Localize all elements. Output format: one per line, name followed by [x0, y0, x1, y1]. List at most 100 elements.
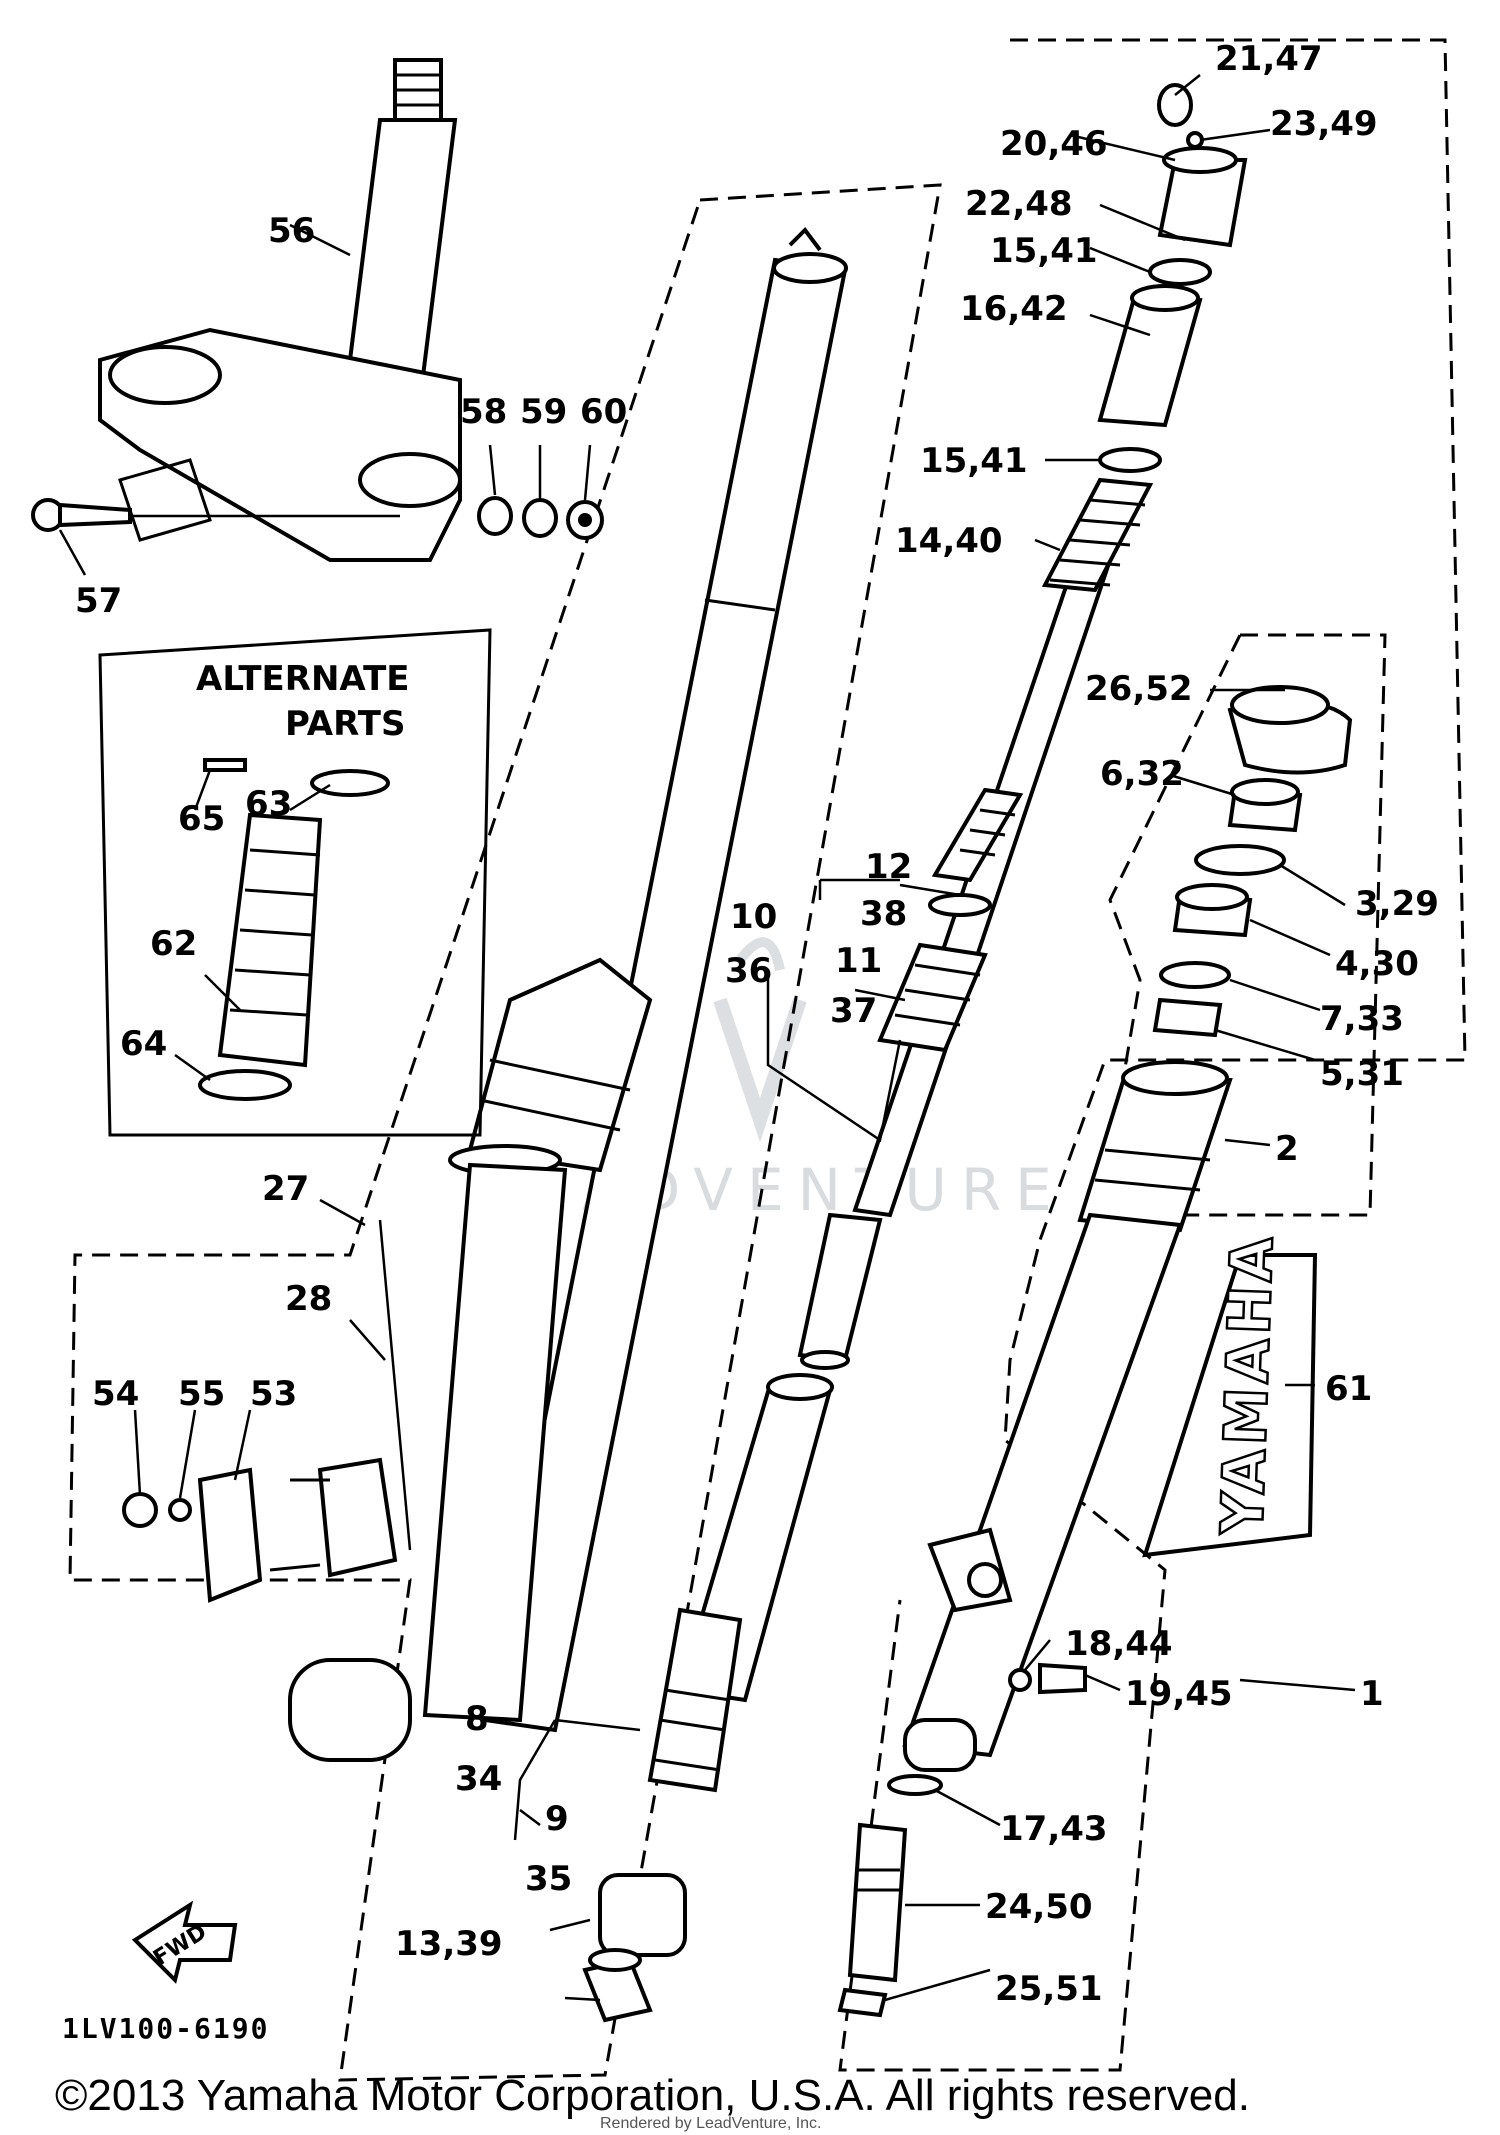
callout-10: 10: [730, 897, 777, 937]
right-outer-tube-top: [1077, 1072, 1233, 1233]
ring-12-38: [928, 893, 992, 917]
bracket-53: [197, 1467, 263, 1603]
callout-56: 56: [268, 211, 315, 251]
callout-13-39: 13,39: [395, 1924, 503, 1964]
washer-59: [522, 498, 558, 538]
callout-55: 55: [178, 1374, 225, 1414]
clamp-63: [310, 769, 390, 797]
copyright-notice: ©2013 Yamaha Motor Corporation, U.S.A. A…: [55, 2071, 1250, 2120]
callout-27: 27: [262, 1169, 309, 1209]
callout-63: 63: [245, 784, 292, 824]
nut-60-hole: [578, 513, 592, 527]
callout-5-31: 5,31: [1320, 1054, 1404, 1094]
callout-11: 11: [835, 941, 882, 981]
left-fork-assembly: [288, 226, 848, 1762]
screw-65: [203, 758, 247, 772]
callout-38: 38: [860, 894, 907, 934]
clamp-64: [198, 1069, 292, 1101]
damper-cartridge: [582, 558, 1113, 2023]
fork-spring-stack: [877, 83, 1248, 1053]
callout-22-48: 22,48: [965, 184, 1073, 224]
diagram-code: 1LV100-6190: [62, 2012, 269, 2045]
callout-2: 2: [1275, 1129, 1299, 1169]
callout-9: 9: [545, 1799, 569, 1839]
seat-15-41-top: [1148, 258, 1212, 286]
callout-labels: 21,47 23,49 20,46 22,48 15,41 16,42 15,4…: [75, 39, 1439, 2009]
callout-37: 37: [830, 991, 877, 1031]
left-inner-tube-top: [772, 252, 848, 284]
callout-20-46: 20,46: [1000, 124, 1108, 164]
callout-4-30: 4,30: [1335, 944, 1419, 984]
damper-rod-lower: [797, 1212, 883, 1363]
bolt-57-shank: [58, 502, 132, 528]
callout-8: 8: [465, 1699, 489, 1739]
callout-15-41-b: 15,41: [920, 441, 1028, 481]
washer-25-51: [837, 1987, 888, 2018]
callout-3-29: 3,29: [1355, 884, 1439, 924]
callout-12: 12: [865, 847, 912, 887]
callout-14-40: 14,40: [895, 521, 1003, 561]
inner-tube-group-boundary: [68, 183, 942, 2082]
callout-59: 59: [520, 392, 567, 432]
callout-18-44: 18,44: [1065, 1624, 1173, 1664]
callout-53: 53: [250, 1374, 297, 1414]
callout-60: 60: [580, 392, 627, 432]
left-tube-cap-plug: [788, 226, 822, 252]
inset-title-line2: PARTS: [285, 704, 405, 744]
callout-36: 36: [725, 951, 772, 991]
decal-shape: [1142, 1253, 1318, 1558]
fwd-arrow: FWD: [131, 1900, 238, 1984]
inset-title-line1: ALTERNATE: [196, 659, 410, 699]
seat-15-41-lower: [1098, 447, 1162, 473]
bracket-clamp-dashed: [118, 458, 212, 542]
leader-lines: [58, 74, 1356, 2002]
damper-rod: [852, 558, 1113, 1218]
washer-18-44: [1008, 1668, 1032, 1692]
right-leg-group-boundary: [838, 38, 1467, 2072]
callout-65: 65: [178, 799, 225, 839]
steering-stem-shaft: [342, 118, 458, 402]
gasket-17-43: [887, 1774, 943, 1796]
callout-62: 62: [150, 924, 197, 964]
callout-54: 54: [92, 1374, 139, 1414]
right-axle-foot: [903, 1718, 977, 1772]
right-outer-tube-assembly: [837, 685, 1353, 2018]
callout-6-32: 6,32: [1100, 754, 1184, 794]
bracket-right-bore: [358, 452, 462, 508]
callout-7-33: 7,33: [1320, 999, 1404, 1039]
callout-19-45: 19,45: [1125, 1674, 1233, 1714]
callout-17-43: 17,43: [1000, 1809, 1108, 1849]
oil-lock-piece-35: [598, 1873, 687, 1957]
caliper-mount-boss: [317, 1457, 398, 1578]
callout-61: 61: [1325, 1369, 1372, 1409]
callout-26-52: 26,52: [1085, 669, 1193, 709]
callout-23-49: 23,49: [1270, 104, 1378, 144]
rendered-by-note: Rendered by LeadVenture, Inc.: [600, 2115, 822, 2132]
callout-28: 28: [285, 1279, 332, 1319]
callout-57: 57: [75, 581, 122, 621]
cap-54: [122, 1492, 158, 1528]
callout-35: 35: [525, 1859, 572, 1899]
spacer-16-42: [1097, 292, 1203, 428]
callout-25-51: 25,51: [995, 1969, 1103, 2009]
inset-frame: [98, 628, 492, 1137]
callout-34: 34: [455, 1759, 502, 1799]
guide-bush-5-31: [1152, 997, 1223, 1038]
callout-24-50: 24,50: [985, 1887, 1093, 1927]
callout-16-42: 16,42: [960, 289, 1068, 329]
callout-58: 58: [460, 392, 507, 432]
bracket-left-bore: [108, 345, 222, 405]
oring-23-49: [1186, 131, 1204, 149]
callout-15-41-a: 15,41: [990, 231, 1098, 271]
callout-1: 1: [1360, 1674, 1384, 1714]
left-fork-boot: [467, 957, 653, 1173]
washer-58: [477, 496, 513, 536]
spring-14-40: [1041, 477, 1154, 593]
washer-7-33: [1159, 961, 1231, 989]
yamaha-fork-decal: YAMAHA: [1142, 1231, 1318, 1558]
steering-stem-assembly: [31, 58, 604, 562]
cartridge-seal-stack: [647, 1607, 743, 1793]
left-outer-tube: [422, 1162, 568, 1723]
circlip-3-29: [1194, 844, 1286, 876]
alternate-parts-inset: ALTERNATE PARTS: [98, 628, 492, 1137]
